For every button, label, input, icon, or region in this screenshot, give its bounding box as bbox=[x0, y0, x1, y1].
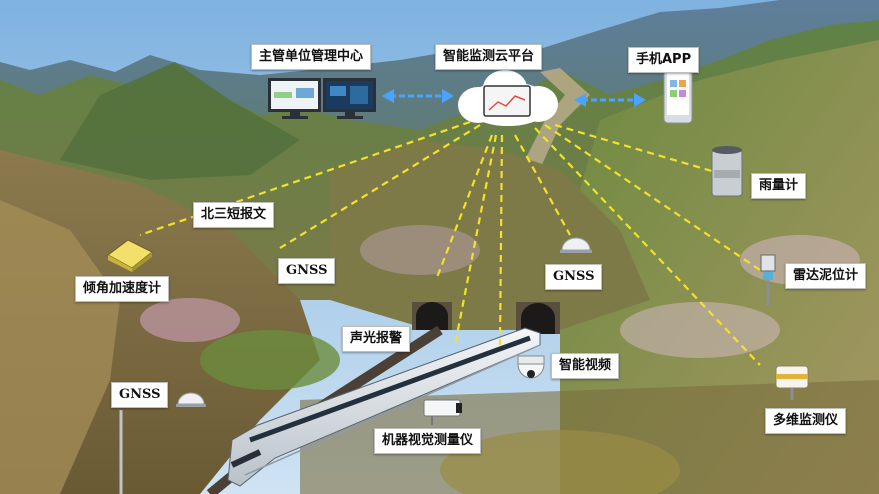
label-sound-light-alarm: 声光报警 bbox=[342, 326, 411, 352]
label-gnss-middle: GNSS bbox=[545, 264, 603, 290]
label-gnss-bottom: GNSS bbox=[111, 382, 169, 408]
label-rain-gauge: 雨量计 bbox=[751, 173, 807, 199]
vision-camera-icon bbox=[423, 399, 462, 425]
rain-gauge-icon bbox=[711, 146, 743, 197]
double-arrow-icon bbox=[574, 93, 646, 107]
double-arrow-icon bbox=[382, 89, 454, 103]
label-multi-dimensional-monitor: 多维监测仪 bbox=[765, 408, 847, 434]
train-icon bbox=[227, 327, 541, 487]
label-beidou-sms: 北三短报文 bbox=[193, 202, 275, 228]
label-owner-management-center: 主管单位管理中心 bbox=[251, 44, 372, 70]
radar-level-icon bbox=[760, 254, 776, 305]
tunnel-portal-left bbox=[412, 302, 452, 330]
multi-monitor-icon bbox=[775, 365, 809, 400]
label-mobile-app: 手机APP bbox=[628, 47, 700, 73]
cloud-icon bbox=[458, 70, 558, 126]
label-cloud-platform: 智能监测云平台 bbox=[435, 44, 543, 70]
label-machine-vision-meter: 机器视觉测量仪 bbox=[374, 428, 482, 454]
dome-camera-icon bbox=[517, 355, 545, 379]
label-gnss-left: GNSS bbox=[278, 258, 336, 284]
label-tilt-accelerometer: 倾角加速度计 bbox=[75, 276, 170, 302]
tilt-sensor-icon bbox=[107, 239, 153, 272]
smartphone-icon bbox=[663, 66, 693, 124]
gnss-antenna-icon bbox=[176, 392, 206, 407]
label-radar-level-gauge: 雷达泥位计 bbox=[785, 263, 867, 289]
communication-links bbox=[139, 120, 761, 366]
monitor-icon bbox=[268, 78, 321, 119]
gnss-antenna-icon bbox=[560, 237, 592, 253]
label-smart-video: 智能视频 bbox=[551, 353, 620, 379]
monitor-icon bbox=[323, 78, 376, 119]
